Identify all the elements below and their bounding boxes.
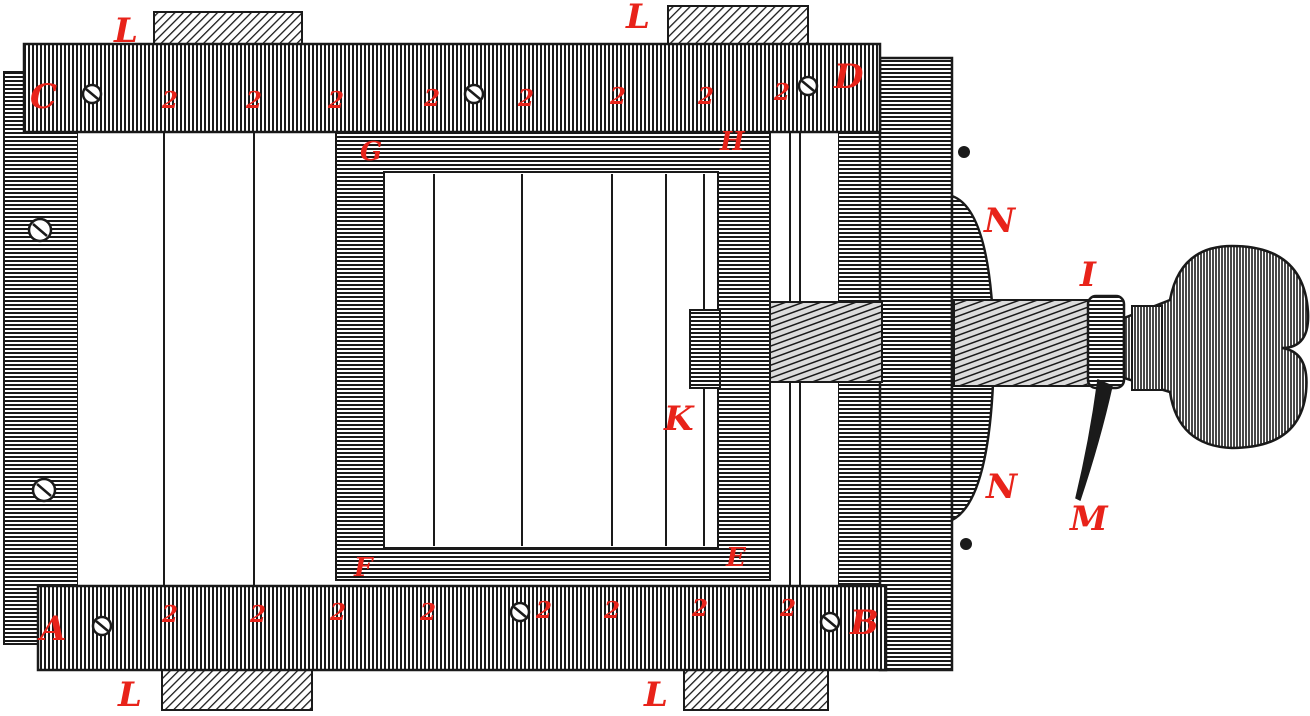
label-k: K: [663, 399, 695, 439]
label-l-bottom-right: L: [643, 675, 668, 715]
rail-number: 2: [423, 85, 440, 112]
rail-number: 2: [609, 83, 626, 110]
rail-number: 2: [249, 601, 266, 628]
thumb-screw-knob: [1122, 244, 1310, 450]
label-l-top-left: L: [113, 11, 138, 51]
label-h: H: [719, 127, 746, 157]
label-l-bottom-left: L: [117, 675, 142, 715]
clamp-block-bottom-right: [683, 663, 829, 711]
rail-number: 2: [327, 87, 344, 114]
label-m: M: [1069, 499, 1109, 539]
nut-pin-top: [958, 146, 970, 158]
end-block: [878, 56, 954, 672]
label-c: C: [30, 77, 57, 117]
pressure-plate: [689, 309, 721, 389]
label-n-bottom: N: [985, 467, 1019, 507]
label-f: F: [353, 553, 374, 583]
knob-neck: [1131, 305, 1163, 391]
rail-number: 2: [603, 597, 620, 624]
rail-number: 2: [779, 595, 796, 622]
rail-number: 2: [697, 83, 714, 110]
rail-number: 2: [691, 595, 708, 622]
top-rail-screws: [81, 75, 819, 105]
label-b: B: [849, 603, 879, 643]
rail-number: 2: [161, 87, 178, 114]
screw-collar: [1086, 294, 1126, 390]
rail-number: 2: [245, 87, 262, 114]
label-d: D: [833, 57, 864, 97]
top-rail-numbers: 2 2 2 2 2 2 2 2: [161, 79, 790, 114]
bottom-rail-screws: [91, 601, 841, 637]
inner-frame-opening: [383, 171, 719, 549]
rail-number: 2: [419, 599, 436, 626]
screw-shaft-inner: [769, 301, 883, 383]
side-rail-screws: [27, 217, 57, 503]
rail-number: 2: [517, 85, 534, 112]
nut-pin-bottom: [960, 538, 972, 550]
label-g: G: [360, 137, 382, 167]
inner-frame-lines: [433, 174, 705, 546]
label-n-top: N: [983, 201, 1017, 241]
label-l-top-right: L: [625, 0, 650, 37]
label-a: A: [37, 609, 66, 649]
screw-shaft-outer: [953, 299, 1091, 387]
bottom-rail-numbers: 2 2 2 2 2 2 2 2: [161, 595, 796, 628]
rail-number: 2: [161, 601, 178, 628]
rail-number: 2: [329, 599, 346, 626]
left-side-rail: [3, 71, 79, 645]
label-e: E: [725, 543, 747, 573]
top-rail: [22, 42, 882, 134]
pointer: [1075, 378, 1113, 502]
rail-number: 2: [773, 79, 790, 106]
label-i: I: [1079, 255, 1097, 295]
bottom-rail: [36, 584, 888, 672]
rail-number: 2: [535, 597, 552, 624]
